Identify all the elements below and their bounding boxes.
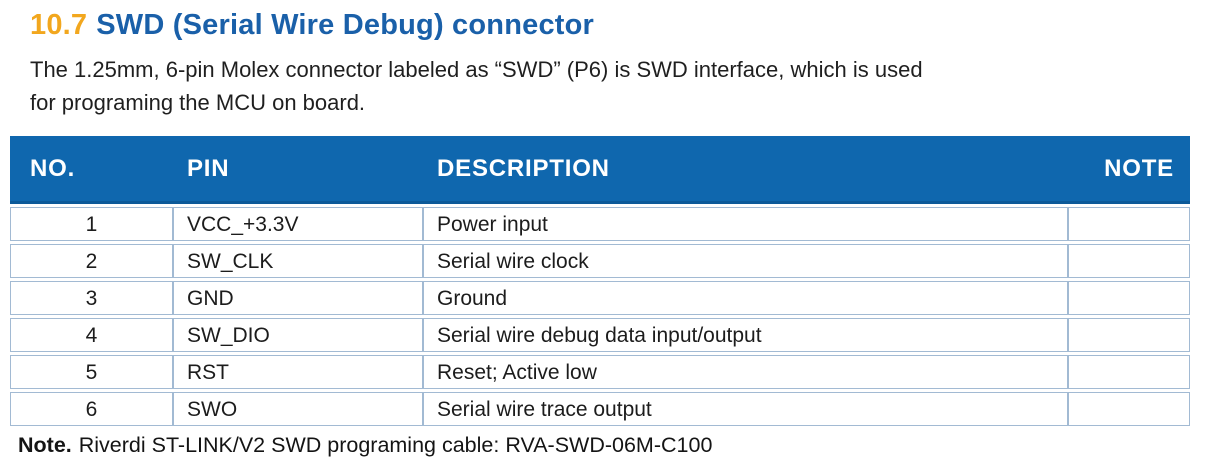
table-row: 1 VCC_+3.3V Power input (10, 207, 1190, 241)
cell-description: Serial wire clock (423, 244, 1068, 278)
cell-pin: SWO (173, 392, 423, 426)
cell-note (1068, 355, 1190, 389)
section-number: 10.7 (30, 9, 88, 41)
cell-no: 5 (10, 355, 173, 389)
cell-no: 6 (10, 392, 173, 426)
table-row: 4 SW_DIO Serial wire debug data input/ou… (10, 318, 1190, 352)
table-footnote: Note.Riverdi ST-LINK/V2 SWD programing c… (18, 433, 1218, 458)
cell-pin: SW_CLK (173, 244, 423, 278)
cell-description: Ground (423, 281, 1068, 315)
cell-no: 1 (10, 207, 173, 241)
table-header-row: NO. PIN DESCRIPTION NOTE (10, 136, 1190, 204)
column-header-pin: PIN (173, 136, 423, 204)
cell-pin: SW_DIO (173, 318, 423, 352)
section-title: SWD (Serial Wire Debug) connector (96, 9, 595, 41)
cell-pin: RST (173, 355, 423, 389)
footnote-text: Riverdi ST-LINK/V2 SWD programing cable:… (78, 433, 713, 457)
column-header-no: NO. (10, 136, 173, 204)
table-row: 6 SWO Serial wire trace output (10, 392, 1190, 426)
cell-description: Serial wire debug data input/output (423, 318, 1068, 352)
table-row: 3 GND Ground (10, 281, 1190, 315)
column-header-description: DESCRIPTION (423, 136, 1068, 204)
intro-line-2: for programing the MCU on board. (30, 90, 366, 115)
intro-paragraph: The 1.25mm, 6-pin Molex connector labele… (30, 53, 1218, 119)
intro-line-1: The 1.25mm, 6-pin Molex connector labele… (30, 57, 923, 82)
footnote-label: Note. (18, 433, 72, 457)
cell-pin: VCC_+3.3V (173, 207, 423, 241)
cell-no: 4 (10, 318, 173, 352)
column-header-note: NOTE (1068, 136, 1190, 204)
cell-note (1068, 207, 1190, 241)
cell-description: Power input (423, 207, 1068, 241)
cell-note (1068, 244, 1190, 278)
cell-description: Serial wire trace output (423, 392, 1068, 426)
table-row: 2 SW_CLK Serial wire clock (10, 244, 1190, 278)
cell-pin: GND (173, 281, 423, 315)
cell-description: Reset; Active low (423, 355, 1068, 389)
cell-note (1068, 318, 1190, 352)
cell-no: 2 (10, 244, 173, 278)
table-row: 5 RST Reset; Active low (10, 355, 1190, 389)
cell-note (1068, 392, 1190, 426)
cell-no: 3 (10, 281, 173, 315)
swd-pinout-table: NO. PIN DESCRIPTION NOTE 1 VCC_+3.3V Pow… (10, 133, 1190, 429)
cell-note (1068, 281, 1190, 315)
